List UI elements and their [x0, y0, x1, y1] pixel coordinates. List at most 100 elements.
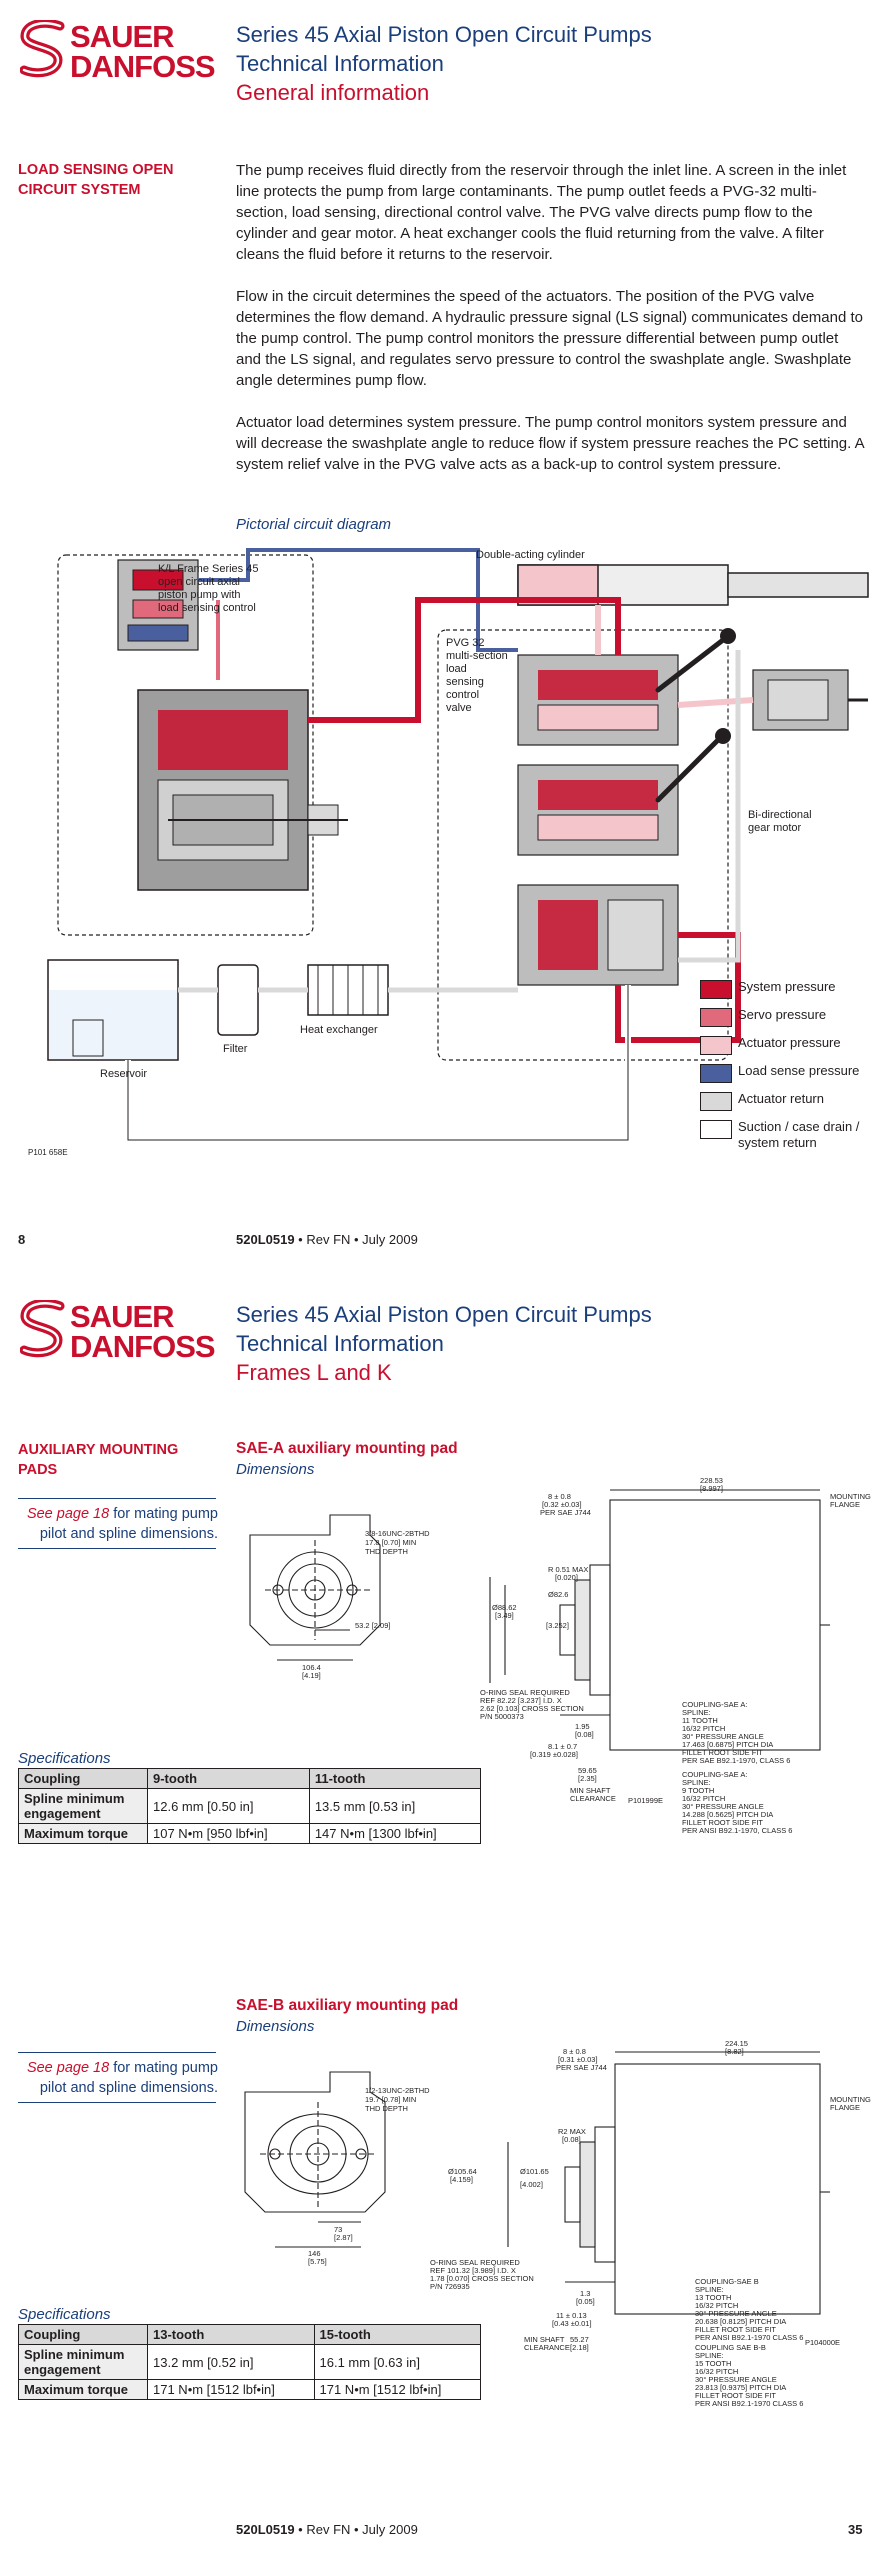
label-min-shaft: MIN SHAFT	[570, 1786, 611, 1795]
dim-offset-3: PER SAE J744	[556, 2063, 607, 2072]
table-cell: 171 N•m [1512 lbf•in]	[313, 2379, 481, 2400]
see-page-note-a: See page 18 for mating pump pilot and sp…	[18, 1504, 218, 1544]
dim-thread-1: 1/2-13UNC-2BTHD	[365, 2086, 430, 2095]
title-chapter: General information	[236, 80, 430, 105]
see-page-18-link[interactable]: See page 18	[26, 1506, 110, 1522]
paragraph-flow: Flow in the circuit determines the speed…	[236, 288, 863, 389]
dim-bore-dia-in: [3.252]	[546, 1621, 569, 1630]
title-chapter: Frames L and K	[236, 1360, 392, 1385]
gear-motor	[752, 669, 868, 731]
title-technical-information: Technical Information	[236, 51, 444, 76]
dim-clearance-in: [2.35]	[578, 1774, 597, 1783]
dim-oring-1: O-RING SEAL REQUIRED	[430, 2258, 520, 2267]
dim-oring-3: 2.62 [0.103] CROSS SECTION	[480, 1704, 584, 1713]
sauer-danfoss-logo: SAUER DANFOSS	[20, 18, 220, 84]
page-35: SAUER DANFOSS Series 45 Axial Piston Ope…	[0, 1280, 887, 2560]
table-cell: 171 N•m [1512 lbf•in]	[147, 2379, 315, 2400]
coupling-15-7: FILLET ROOT SIDE FIT	[695, 2391, 776, 2400]
divider	[18, 1548, 216, 1549]
dim-thread-2: 17.8 [0.70] MIN	[365, 1538, 416, 1547]
label-pvg-2: multi-section	[446, 650, 508, 662]
label-pump-4: load sensing control	[158, 602, 256, 614]
table-row-label: Maximum torque	[18, 1823, 148, 1844]
danfoss-s-mark-icon	[20, 20, 65, 78]
coupling-15-5: 30° PRESSURE ANGLE	[695, 2375, 777, 2384]
legend-label: Servo pressure	[738, 1007, 827, 1022]
see-page-18-link[interactable]: See page 18	[26, 2060, 110, 2076]
coupling-13-8: PER ANSI B92.1-1970 CLASS 6	[695, 2333, 803, 2342]
coupling-11-4: 16/32 PITCH	[682, 1724, 725, 1733]
dim-thread-3: THD DEPTH	[365, 1547, 408, 1556]
label-heat-exchanger: Heat exchanger	[300, 1024, 378, 1036]
legend-swatch	[700, 980, 732, 999]
label-mounting-2: FLANGE	[830, 2103, 860, 2112]
page-number: 8	[18, 1232, 26, 1247]
coupling-11-2: SPLINE:	[682, 1708, 711, 1717]
doc-revision: • Rev FN • July 2009	[294, 1232, 418, 1247]
sae-a-dimension-drawing: 3/8-16UNC-2BTHD 17.8 [0.70] MIN THD DEPT…	[249, 1476, 871, 1835]
label-cylinder: Double-acting cylinder	[476, 549, 585, 561]
dim-gap-1-in: [0.05]	[576, 2297, 595, 2306]
dim-thread-1: 3/8-16UNC-2BTHD	[365, 1529, 430, 1538]
table-row: Coupling 9-tooth 11-tooth	[18, 1768, 482, 1789]
title-technical-information: Technical Information	[236, 1331, 444, 1356]
table-row: Spline minimum engagement 13.2 mm [0.52 …	[18, 2344, 481, 2380]
dim-offset-2: [0.32 ±0.03]	[542, 1500, 582, 1509]
title-series: Series 45 Axial Piston Open Circuit Pump…	[236, 22, 652, 47]
dim-oring-4: P/N 726935	[430, 2282, 470, 2291]
coupling-9-2: SPLINE:	[682, 1778, 711, 1787]
filter	[217, 964, 259, 1036]
sae-b-heading: SAE-B auxiliary mounting pad	[236, 1997, 459, 2014]
coupling-11-8: PER SAE B92.1-1970, CLASS 6	[682, 1756, 790, 1765]
figure-code-a: P101999E	[628, 1796, 663, 1805]
table-row-label: Spline minimum engagement	[18, 1788, 148, 1824]
dim-clearance: 59.65	[578, 1766, 597, 1775]
dim-gap-2-in: [0.319 ±0.028]	[530, 1750, 578, 1759]
label-pump-1: K/L Frame Series 45	[158, 563, 258, 575]
doc-reference: 520L0519 • Rev FN • July 2009	[236, 2522, 418, 2537]
see-note-text: for mating pump	[109, 2060, 218, 2076]
dim-radius-in: [0.020]	[555, 1573, 578, 1582]
dim-oring-2: REF 101.32 [3.989] I.D. X	[430, 2266, 516, 2275]
sae-a-side-view	[489, 1489, 830, 1751]
dim-gap-2: 8.1 ± 0.7	[548, 1742, 577, 1751]
body-text: The pump receives fluid directly from th…	[236, 160, 866, 496]
dim-gap-1: 1.3	[580, 2289, 590, 2298]
label-filter: Filter	[223, 1043, 248, 1055]
label-min-shaft: MIN SHAFT	[524, 2335, 565, 2344]
divider	[18, 2102, 216, 2103]
dim-half-width: 53.2 [2.09]	[355, 1621, 390, 1630]
dim-pilot-dia-in: [3.49]	[495, 1611, 514, 1620]
label-motor-2: gear motor	[748, 822, 802, 834]
table-row-label: Spline minimum engagement	[18, 2344, 148, 2380]
sae-b-spec-caption: Specifications	[18, 2306, 111, 2323]
dim-pilot-dia: Ø88.62	[492, 1603, 517, 1612]
title-series: Series 45 Axial Piston Open Circuit Pump…	[236, 1302, 652, 1327]
logo-word-danfoss: DANFOSS	[70, 1329, 216, 1364]
table-row: Maximum torque 171 N•m [1512 lbf•in] 171…	[18, 2379, 481, 2400]
dim-oring-2: REF 82.22 [3.237] I.D. X	[480, 1696, 562, 1705]
dim-oring-4: P/N 5000373	[480, 1712, 524, 1721]
danfoss-s-mark-icon	[20, 1300, 65, 1358]
dim-thread-3: THD DEPTH	[365, 2104, 408, 2113]
label-reservoir: Reservoir	[100, 1068, 147, 1080]
coupling-9-4: 16/32 PITCH	[682, 1794, 725, 1803]
dim-clearance: 55.27	[570, 2335, 589, 2344]
dim-bore-dia: Ø101.65	[520, 2167, 549, 2176]
dim-radius: R2 MAX	[558, 2127, 586, 2136]
section-heading-line-2: PADS	[18, 1462, 58, 1478]
logo-word-sauer: SAUER	[70, 1299, 175, 1334]
doc-code: 520L0519	[236, 1232, 295, 1247]
coupling-11-7: FILLET ROOT SIDE FIT	[682, 1748, 763, 1757]
dim-width: 106.4	[302, 1663, 321, 1672]
dim-half-width: 73	[334, 2225, 342, 2234]
table-header: 11-tooth	[308, 1768, 482, 1789]
pump-cross-section	[117, 559, 348, 891]
label-mounting-2: FLANGE	[830, 1500, 860, 1509]
table-cell: 13.2 mm [0.52 in]	[147, 2344, 315, 2380]
label-mounting-1: MOUNTING	[830, 1492, 871, 1501]
dim-bore-dia-in: [4.002]	[520, 2180, 543, 2189]
see-note-text-2: pilot and spline dimensions.	[39, 1526, 218, 1542]
coupling-13-7: FILLET ROOT SIDE FIT	[695, 2325, 776, 2334]
dim-length: 224.15	[725, 2039, 748, 2048]
